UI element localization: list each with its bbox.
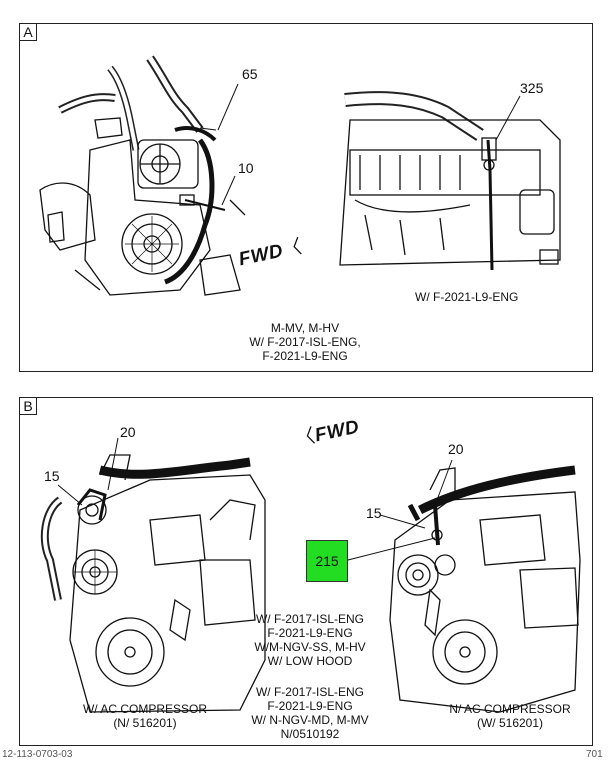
note2-line-1: W/ F-2017-ISL-ENG (255, 685, 365, 699)
right-caption-line-2: (W/ 516201) (476, 716, 544, 730)
callout-15-left: 15 (44, 468, 60, 484)
callout-10: 10 (238, 160, 254, 176)
panel-a-caption-line-2: W/ F-2017-ISL-ENG, (249, 335, 361, 349)
left-caption-line-2: (N/ 516201) (113, 716, 177, 730)
figure-id: 12-113-0703-03 (2, 749, 73, 760)
right-caption-line-1: N/ AC COMPRESSOR (449, 702, 571, 716)
note1-line-3: W/M-NGV-SS, M-HV (254, 640, 366, 654)
note1-line-1: W/ F-2017-ISL-ENG (255, 612, 365, 626)
panel-a-label: A (20, 24, 37, 41)
panel-b-label: B (20, 398, 37, 415)
panel-b-left-engine (40, 454, 266, 713)
panel-b-right-caption: N/ AC COMPRESSOR (W/ 516201) (435, 702, 585, 730)
panel-a-left-caption: M-MV, M-HV W/ F-2017-ISL-ENG, F-2021-L9-… (230, 321, 380, 363)
left-caption-line-1: W/ AC COMPRESSOR (82, 702, 207, 716)
panel-a-caption-line-3: F-2021-L9-ENG (262, 349, 348, 363)
callout-15-right: 15 (366, 505, 382, 521)
panel-a-right-caption: W/ F-2021-L9-ENG (415, 290, 519, 304)
panel-b-left-caption: W/ AC COMPRESSOR (N/ 516201) (70, 702, 220, 730)
note2-line-2: F-2021-L9-ENG (267, 699, 353, 713)
callout-325: 325 (520, 80, 544, 96)
panel-b-middle-note-1: W/ F-2017-ISL-ENG F-2021-L9-ENG W/M-NGV-… (235, 612, 385, 668)
panel-b-middle-note-2: W/ F-2017-ISL-ENG F-2021-L9-ENG W/ N-NGV… (235, 685, 385, 741)
panel-a-right-engine (339, 91, 561, 271)
callout-215-highlight: 215 (306, 540, 348, 582)
panel-a-left-engine (39, 55, 246, 296)
note2-line-3: W/ N-NGV-MD, M-MV (251, 713, 369, 727)
note2-line-4: N/0510192 (280, 727, 340, 741)
callout-65: 65 (242, 66, 258, 82)
note1-line-4: W/ LOW HOOD (267, 654, 353, 668)
note1-line-2: F-2021-L9-ENG (267, 626, 353, 640)
callout-20-left: 20 (120, 424, 136, 440)
panel-a-caption-line-1: M-MV, M-HV (270, 321, 340, 335)
callout-20-right: 20 (448, 441, 464, 457)
panel-b: B (19, 397, 593, 746)
page-number: 701 (586, 749, 603, 760)
fwd-arrow-icon: 〈 (280, 236, 305, 262)
panel-b-right-engine (389, 465, 581, 713)
